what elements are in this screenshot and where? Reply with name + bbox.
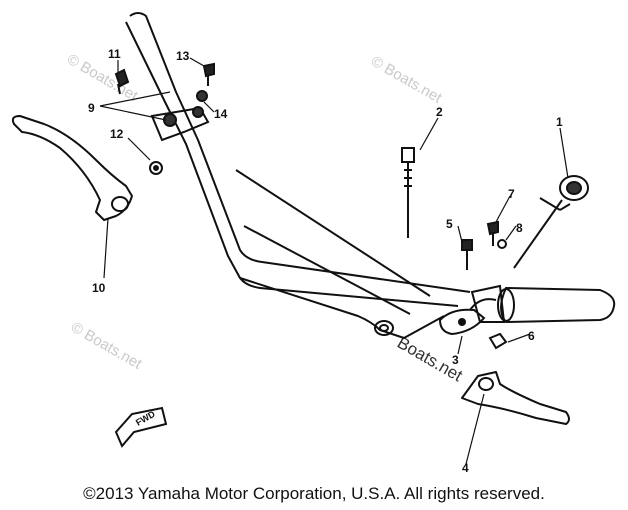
watermark-top: © Boats.net [368, 53, 445, 107]
left-lever [11, 115, 133, 221]
watermark-left-bottom: © Boats.net [68, 319, 145, 373]
leader-lines [99, 57, 569, 465]
callout-9: 9 [88, 101, 95, 115]
svg-text:FWD: FWD [134, 409, 157, 428]
copyright-notice: ©2013 Yamaha Motor Corporation, U.S.A. A… [83, 484, 545, 503]
callout-2: 2 [436, 105, 443, 119]
engine-stop-switch [513, 175, 589, 269]
lever-bracket [438, 308, 486, 336]
callout-4: 4 [462, 461, 469, 475]
callout-1: 1 [556, 115, 563, 129]
callout-8: 8 [516, 221, 523, 235]
callout-11: 11 [108, 47, 121, 61]
callouts: 1 2 3 4 5 6 7 8 9 10 11 12 13 14 [88, 47, 563, 475]
cable-adjuster [401, 147, 415, 238]
callout-13: 13 [176, 49, 190, 63]
fasteners [461, 220, 508, 350]
right-lever [461, 371, 570, 425]
handlebar-holder [114, 62, 215, 175]
fwd-arrow: FWD [114, 406, 168, 448]
callout-5: 5 [446, 217, 453, 231]
callout-10: 10 [92, 281, 106, 295]
callout-3: 3 [452, 353, 459, 367]
throttle-grip [469, 284, 616, 324]
callout-12: 12 [110, 127, 124, 141]
callout-7: 7 [508, 187, 515, 201]
handlebar [125, 12, 471, 339]
watermark-left-top: © Boats.net [64, 51, 141, 105]
callout-14: 14 [214, 107, 228, 121]
callout-6: 6 [528, 329, 535, 343]
